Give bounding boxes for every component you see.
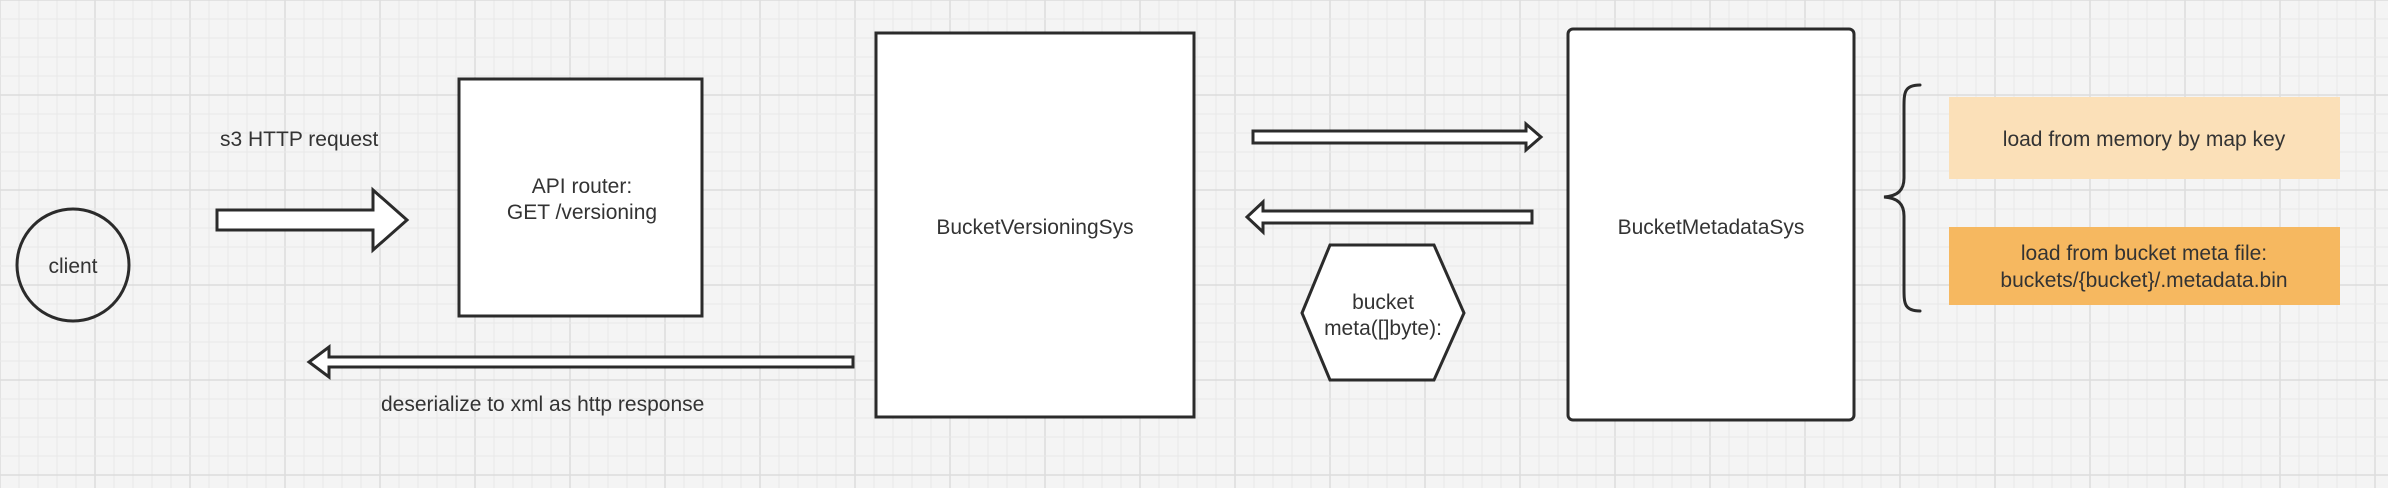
response-label: deserialize to xml as http response xyxy=(381,393,704,416)
response-arrow-shape xyxy=(306,344,855,380)
bucket-meta-label-line-2: meta([]byte): xyxy=(1324,317,1442,340)
to-metadata-arrow-shape xyxy=(1251,120,1544,154)
file-source-node[interactable]: load from bucket meta file: buckets/{buc… xyxy=(1949,227,2340,305)
memory-source-node[interactable]: load from memory by map key xyxy=(1949,97,2340,179)
curly-brace xyxy=(1883,83,1922,313)
bucket-meta-label-line-1: bucket xyxy=(1352,291,1414,314)
api-router-label-line-1: API router: xyxy=(532,175,632,198)
from-metadata-arrow[interactable] xyxy=(1244,198,1534,236)
api-router-node-shape xyxy=(457,77,704,318)
client-node-shape xyxy=(15,207,131,323)
to-metadata-arrow[interactable] xyxy=(1251,120,1544,154)
request-label: s3 HTTP request xyxy=(220,128,379,151)
bucket-metadata-sys-label: BucketMetadataSys xyxy=(1618,216,1805,239)
bucket-versioning-sys-node-shape xyxy=(874,31,1196,419)
file-source-node-shape xyxy=(1949,227,2340,305)
api-router-node[interactable]: API router: GET /versioning xyxy=(457,77,704,318)
client-node[interactable]: client xyxy=(15,207,131,323)
bucket-meta-hexagon-node[interactable]: bucket meta([]byte): xyxy=(1300,243,1466,382)
from-metadata-arrow-shape xyxy=(1244,198,1534,236)
bucket-metadata-sys-node-shape xyxy=(1566,27,1856,422)
request-arrow-shape xyxy=(215,186,410,254)
bucket-versioning-sys-node[interactable]: BucketVersioningSys xyxy=(874,31,1196,419)
response-arrow[interactable] xyxy=(306,344,855,380)
request-arrow[interactable] xyxy=(215,186,410,254)
memory-source-node-shape xyxy=(1949,97,2340,179)
bucket-meta-hexagon-shape xyxy=(1300,243,1466,382)
bucket-metadata-sys-node[interactable]: BucketMetadataSys xyxy=(1566,27,1856,422)
file-source-label-line-1: load from bucket meta file: xyxy=(2021,242,2267,265)
memory-source-label: load from memory by map key xyxy=(2003,128,2286,151)
api-router-label-line-2: GET /versioning xyxy=(507,201,657,224)
client-node-label: client xyxy=(48,255,97,278)
file-source-label-line-2: buckets/{bucket}/.metadata.bin xyxy=(2000,269,2287,292)
bucket-versioning-sys-label: BucketVersioningSys xyxy=(936,216,1133,239)
